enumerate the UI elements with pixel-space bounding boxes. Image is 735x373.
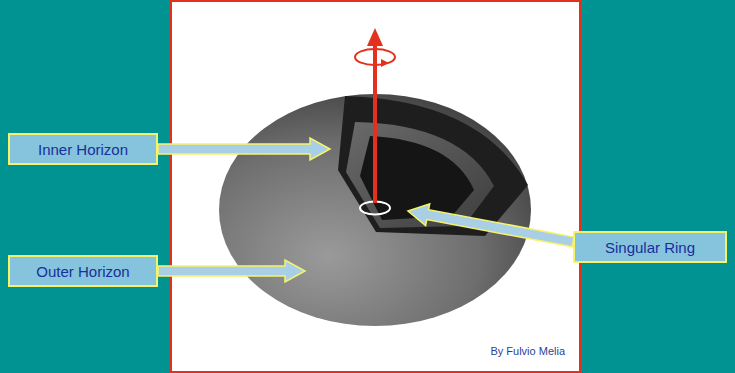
singular-ring (360, 202, 390, 215)
label-box: Outer Horizon (8, 255, 158, 287)
label-text: Inner Horizon (38, 141, 128, 158)
pointer-arrow (406, 200, 575, 253)
label-box: Inner Horizon (8, 133, 158, 165)
rotation-arrowhead (381, 59, 389, 67)
pointer-arrow (158, 138, 330, 160)
credit-text: By Fulvio Melia (490, 345, 565, 357)
rotation-circle (355, 49, 395, 65)
label-text: Outer Horizon (36, 263, 129, 280)
picture-panel (171, 1, 580, 372)
rotation-axis (373, 44, 377, 203)
pointer-arrow (158, 260, 305, 282)
label-text: Singular Ring (605, 239, 695, 256)
label-box: Singular Ring (573, 231, 727, 263)
axis-arrowhead (367, 28, 383, 46)
